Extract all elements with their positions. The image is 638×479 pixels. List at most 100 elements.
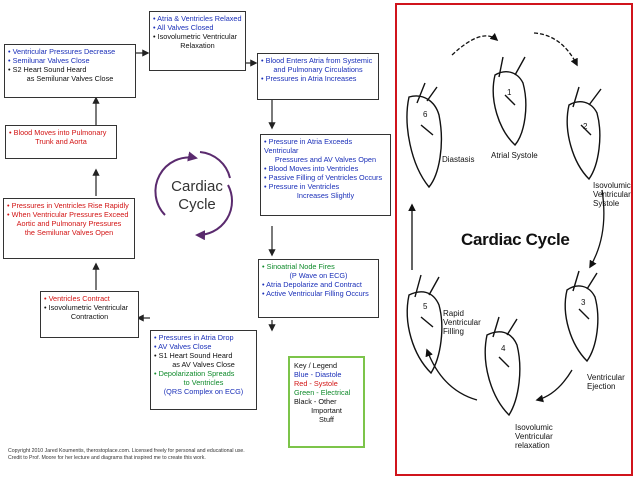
label-rapid-filling: Rapid Ventricular Filling <box>443 309 481 336</box>
box-atria-drop: • Pressures in Atria Drop• AV Valves Clo… <box>150 330 257 410</box>
atria-drop-line-2: • AV Valves Close <box>154 342 212 351</box>
atria-drop-line-1: • Pressures in Atria Drop <box>154 333 234 342</box>
atria-exceeds-line-4: • Passive Filling of Ventricles Occurs <box>264 173 383 182</box>
legend-line-1: Key / Legend <box>294 361 338 370</box>
sa-node-line-3: • Atria Depolarize and Contract <box>262 280 362 289</box>
label-isovolumic-contraction: Isovolumic Ventricular Systole <box>593 181 631 208</box>
right-title: Cardiac Cycle <box>461 230 570 249</box>
svg-text:3: 3 <box>581 298 586 307</box>
legend-line-6: Important <box>311 406 342 415</box>
label-atrial-systole: Atrial Systole <box>491 151 538 160</box>
box-pressures-decrease: • Ventricular Pressures Decrease• Semilu… <box>4 44 136 98</box>
legend-line-3: Red - Systole <box>294 379 338 388</box>
svg-text:1: 1 <box>507 88 512 97</box>
pressures-decrease-line-1: • Ventricular Pressures Decrease <box>8 47 116 56</box>
right-cycle-drawing: 6 1 2 5 3 4 <box>406 32 605 417</box>
copyright-line-2: Credit to Prof. Moore for her lecture an… <box>8 455 206 461</box>
cardiac-cycle-center-title: Cardiac Cycle <box>164 178 230 214</box>
atria-drop-line-6: to Ventricles <box>183 378 224 387</box>
svg-text:5: 5 <box>423 302 428 311</box>
cycle-arrow-2 <box>533 32 578 67</box>
pressures-rise-line-1: • Pressures in Ventricles Rise Rapidly <box>7 201 129 210</box>
heart-rapid-filling: 5 <box>406 274 443 375</box>
svg-text:6: 6 <box>423 110 428 119</box>
sa-node-line-2: (P Wave on ECG) <box>289 271 348 280</box>
label-rapid-filling-3: Filling <box>443 327 464 336</box>
box-sinoatrial-node: • Sinoatrial Node Fires(P Wave on ECG)• … <box>258 259 379 318</box>
atria-exceeds-line-2: Pressures and AV Valves Open <box>274 155 377 164</box>
legend-line-5: Black - Other <box>294 397 337 406</box>
label-ejection: Ventricular Ejection <box>587 373 625 391</box>
box-pressures-rise: • Pressures in Ventricles Rise Rapidly• … <box>3 198 135 259</box>
label-rapid-filling-2: Ventricular <box>443 318 481 327</box>
heart-isovolumic-contraction: 2 <box>566 86 602 181</box>
sa-node-line-4: • Active Ventricular Filling Occurs <box>262 289 369 298</box>
cycle-arrow-1 <box>451 32 499 56</box>
label-iso-relaxation-2: Ventricular <box>515 432 553 441</box>
center-title-line-1: Cardiac <box>171 178 223 195</box>
atria-drop-line-3: • S1 Heart Sound Heard <box>154 351 233 360</box>
ventricles-contract-line-3: Contraction <box>70 312 109 321</box>
label-iso-contraction-2: Ventricular <box>593 190 631 199</box>
sa-node-line-1: • Sinoatrial Node Fires <box>262 262 335 271</box>
cycle-arrow-3 <box>589 189 605 269</box>
ventricles-contract-line-1: • Ventricles Contract <box>44 294 110 303</box>
pressures-decrease-line-4: as Semilunar Valves Close <box>26 74 114 83</box>
heart-isovolumic-relaxation: 4 <box>484 316 521 417</box>
heart-ejection: 3 <box>564 270 599 363</box>
legend-line-2: Blue - Diastole <box>294 370 342 379</box>
relaxation-line-3: • Isovolumetric Ventricular <box>153 32 238 41</box>
label-iso-relaxation-3: relaxation <box>515 441 550 450</box>
atria-exceeds-line-6: Increases Slightly <box>296 191 355 200</box>
pressures-rise-line-3: Aortic and Pulmonary Pressures <box>16 219 122 228</box>
label-ejection-2: Ejection <box>587 382 616 391</box>
label-iso-contraction-3: Systole <box>593 199 620 208</box>
relaxation-line-1: • Atria & Ventricles Relaxed <box>153 14 242 23</box>
heart-diastasis: 6 <box>406 82 443 189</box>
label-iso-contraction-1: Isovolumic <box>593 181 631 190</box>
copyright-note: Copyright 2010 Jared Koumentis, therosto… <box>8 448 308 462</box>
legend-line-7: Stuff <box>319 415 334 424</box>
pressures-decrease-line-3: • S2 Heart Sound Heard <box>8 65 87 74</box>
label-rapid-filling-1: Rapid <box>443 309 464 318</box>
pressures-rise-line-2: • When Ventricular Pressures Exceed <box>7 210 129 219</box>
blood-moves-line-2: Trunk and Aorta <box>35 137 87 146</box>
atria-drop-line-5: • Depolarization Spreads <box>154 369 235 378</box>
blood-enters-line-3: • Pressures in Atria Increases <box>261 74 357 83</box>
label-isovolumic-relaxation: Isovolumic Ventricular relaxation <box>515 423 553 450</box>
cycle-arrow-5 <box>425 348 478 401</box>
copyright-line-1: Copyright 2010 Jared Koumentis, therosto… <box>8 448 245 454</box>
box-isovolumetric-relaxation: • Atria & Ventricles Relaxed• All Valves… <box>149 11 246 71</box>
atria-drop-line-4: as AV Valves Close <box>172 360 235 369</box>
relaxation-line-4: Relaxation <box>180 41 215 50</box>
relaxation-line-2: • All Valves Closed <box>153 23 214 32</box>
cycle-arrow-4 <box>535 369 573 403</box>
cycle-arc-top <box>199 151 231 179</box>
svg-text:4: 4 <box>501 344 506 353</box>
svg-text:2: 2 <box>583 122 588 131</box>
label-ejection-1: Ventricular <box>587 373 625 382</box>
cycle-arc-right <box>195 184 233 241</box>
atria-exceeds-line-3: • Blood Moves into Ventricles <box>264 164 359 173</box>
center-title-line-2: Cycle <box>178 196 216 213</box>
label-diastasis: Diastasis <box>442 155 475 164</box>
atria-drop-line-7: (QRS Complex on ECG) <box>163 387 244 396</box>
pressures-rise-line-4: the Semilunar Valves Open <box>24 228 114 237</box>
ventricles-contract-line-2: • Isovolumetric Ventricular <box>44 303 129 312</box>
legend-line-4: Green - Electrical <box>294 388 351 397</box>
blood-enters-line-1: • Blood Enters Atria from Systemic <box>261 56 373 65</box>
pressures-decrease-line-2: • Semilunar Valves Close <box>8 56 90 65</box>
atria-exceeds-line-1: • Pressure in Atria Exceeds Ventricular <box>264 137 353 155</box>
box-ventricles-contract: • Ventricles Contract• Isovolumetric Ven… <box>40 291 139 338</box>
cycle-arc-left <box>154 151 198 216</box>
blood-enters-line-2: and Pulmonary Circulations <box>273 65 363 74</box>
atria-exceeds-line-5: • Pressure in Ventricles <box>264 182 340 191</box>
label-iso-relaxation-1: Isovolumic <box>515 423 553 432</box>
right-cardiac-cycle-panel: 6 1 2 5 3 4 Cardiac Cycle Diastasis <box>395 3 633 476</box>
blood-moves-line-1: • Blood Moves into Pulmonary <box>9 128 107 137</box>
